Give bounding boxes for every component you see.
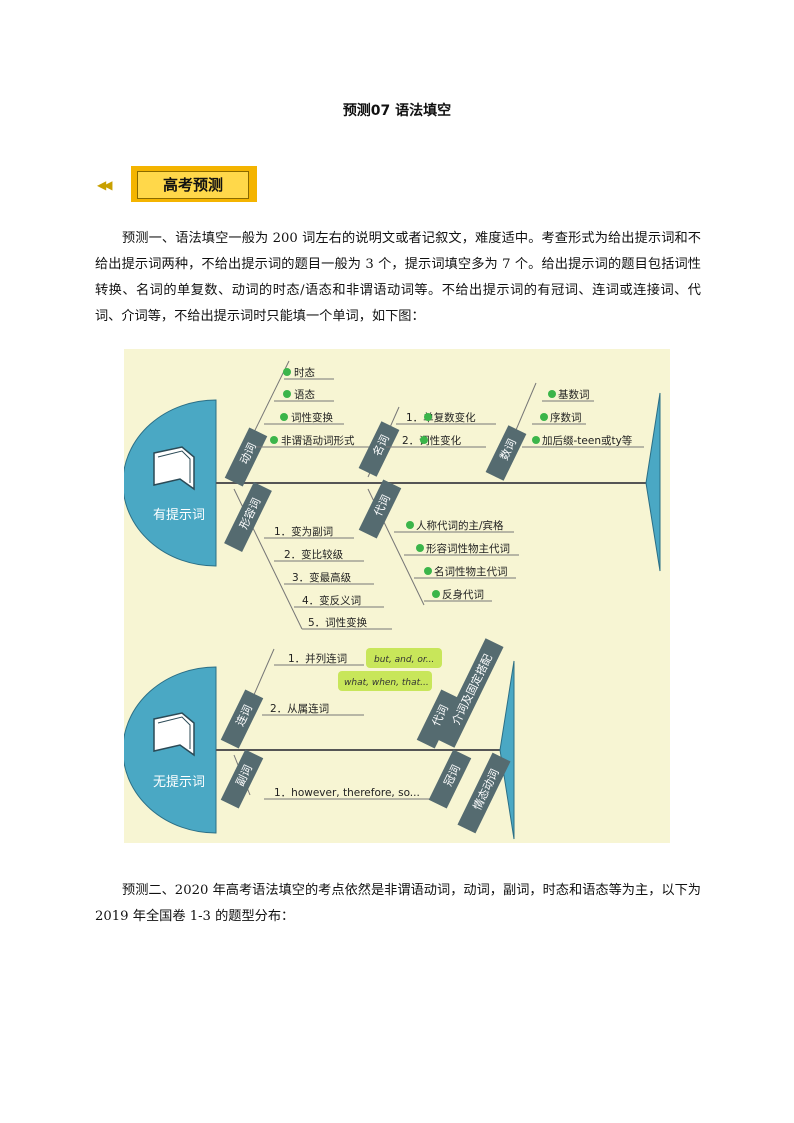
item-noun-2: 2．词性变化 — [402, 434, 462, 447]
item-verb-3: 词性变换 — [291, 411, 333, 424]
tail-shape-top — [645, 392, 661, 572]
item-pron-4: 反身代词 — [442, 588, 484, 601]
item-adv-1: 1．however, therefore, so... — [274, 787, 420, 799]
example-bubble-1 — [366, 648, 442, 668]
item-conj-1: 1．并列连词 — [288, 652, 347, 665]
cat-conjunction: 连词 — [220, 689, 264, 749]
banner-label: 高考预测 — [137, 171, 249, 199]
head-label-top: 有提示词 — [153, 507, 205, 523]
cat-noun: 名词 — [358, 421, 400, 477]
svg-text:介词及固定搭配: 介词及固定搭配 — [449, 652, 495, 727]
cat-adverb: 副词 — [220, 749, 264, 809]
svg-text:what, when, that...: what, when, that... — [344, 678, 429, 688]
item-verb-1: 时态 — [294, 366, 315, 379]
item-adj-4: 4．变反义词 — [302, 594, 361, 607]
paragraph-prediction-2: 预测二、2020 年高考语法填空的考点依然是非谓语动词，动词，副词，时态和语态等… — [95, 883, 701, 924]
item-noun-1: 1．单复数变化 — [406, 411, 476, 424]
cat-pronoun-top: 代词 — [358, 479, 402, 539]
cat-numeral: 数词 — [485, 425, 527, 481]
cat-article: 冠词 — [428, 749, 472, 809]
head-shape-top — [124, 399, 217, 567]
cat-adjective: 形容词 — [224, 482, 272, 552]
item-pron-3: 名词性物主代词 — [434, 565, 508, 578]
example-bubble-2 — [338, 671, 432, 691]
diagram-svg: 有提示词 动词 时态 语态 词性变换 非谓语动词形式 名词 1．单复数变化 2．… — [124, 360, 661, 840]
item-pron-1: 人称代词的主/宾格 — [416, 519, 504, 532]
paragraph-prediction-1: 预测一、语法填空一般为 200 词左右的说明文或者记叙文，难度适中。考查形式为给… — [95, 231, 701, 324]
head-shape-bottom — [124, 666, 217, 834]
tail-shape-bottom — [499, 660, 515, 840]
item-adj-2: 2．变比较级 — [284, 548, 344, 561]
item-verb-4: 非谓语动词形式 — [281, 434, 355, 447]
book-icon — [153, 712, 195, 757]
item-adj-3: 3．变最高级 — [292, 571, 352, 584]
svg-text:but, and, or...: but, and, or... — [374, 655, 434, 665]
item-adj-1: 1．变为副词 — [274, 525, 333, 538]
item-adj-5: 5．词性变换 — [308, 616, 368, 629]
item-num-3: 加后缀-teen或ty等 — [542, 434, 633, 447]
item-num-1: 基数词 — [558, 388, 590, 401]
item-conj-2: 2．从属连词 — [270, 702, 329, 715]
head-label-bottom: 无提示词 — [153, 774, 205, 790]
page-title: 预测07 语法填空 — [342, 103, 452, 119]
cat-verb: 动词 — [224, 427, 268, 487]
book-icon — [153, 446, 195, 491]
item-num-2: 序数词 — [550, 411, 582, 424]
item-verb-2: 语态 — [294, 388, 315, 401]
grammar-fishbone-diagram: 有提示词 动词 时态 语态 词性变换 非谓语动词形式 名词 1．单复数变化 2．… — [124, 349, 670, 843]
item-pron-2: 形容词性物主代词 — [426, 542, 510, 555]
double-arrow-icon: ◀◀ — [97, 178, 113, 192]
